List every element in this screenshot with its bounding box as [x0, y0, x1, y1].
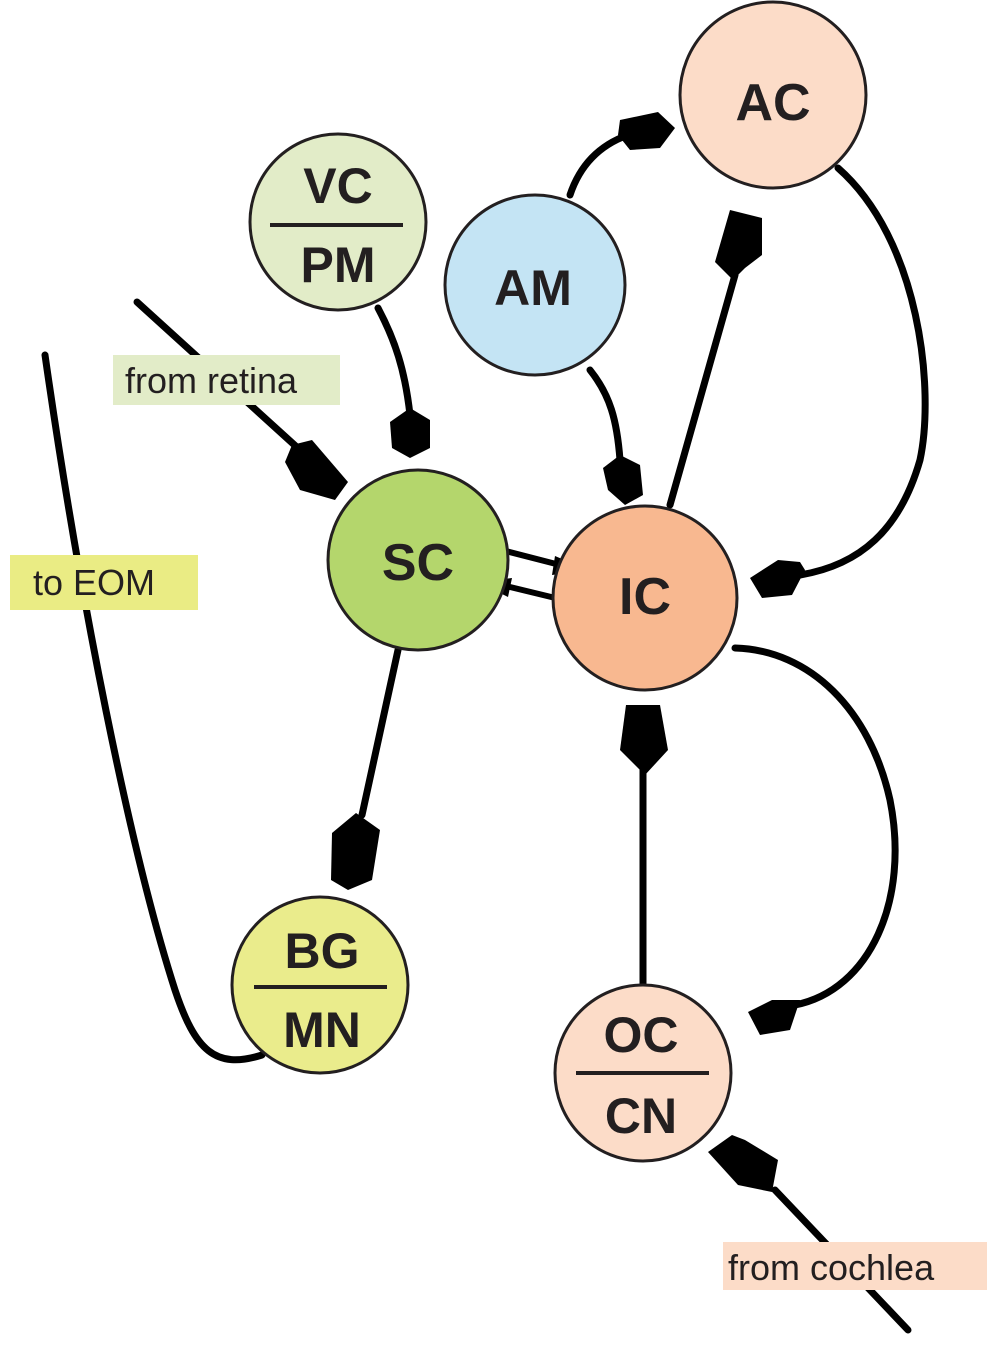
- tag-from-cochlea-text: from cochlea: [728, 1247, 935, 1288]
- node-bg-mn[interactable]: BG MN: [230, 895, 410, 1075]
- synapse-ic-ac: [715, 210, 762, 280]
- node-oc-cn-top: OC: [604, 1007, 679, 1063]
- node-vc-pm-top: VC: [303, 158, 372, 214]
- tag-to-eom-text: to EOM: [33, 562, 155, 603]
- node-ac[interactable]: AC: [678, 0, 868, 190]
- synapse-occn-ic: [620, 705, 668, 775]
- node-ac-label: AC: [735, 74, 810, 132]
- edge-ic-to-occn: [731, 644, 899, 1009]
- edge-vcpm-to-sc: [374, 304, 414, 419]
- node-vc-pm-bottom: PM: [301, 237, 376, 293]
- node-bg-mn-bottom: MN: [283, 1002, 361, 1058]
- node-bg-mn-top: BG: [285, 923, 360, 979]
- edge-am-to-ac: [566, 131, 632, 199]
- node-sc[interactable]: SC: [326, 468, 510, 652]
- edge-am-to-ic: [586, 366, 624, 464]
- node-ac-circle: [678, 0, 868, 190]
- synapse-retina-sc: [285, 440, 348, 500]
- tag-from-cochlea-bg: [723, 1242, 987, 1290]
- synapse-ic-occn: [748, 1000, 800, 1035]
- synapse-ac-ic: [750, 560, 805, 598]
- node-sc-label: SC: [382, 534, 454, 592]
- node-vc-pm-circle: [248, 132, 428, 312]
- tag-from-retina-text: from retina: [125, 360, 298, 401]
- node-am-label: AM: [494, 260, 572, 316]
- node-ic[interactable]: IC: [551, 504, 739, 692]
- edge-bg-to-eom: [41, 351, 266, 1064]
- node-vc-pm[interactable]: VC PM: [248, 132, 428, 312]
- node-oc-cn-bottom: CN: [605, 1088, 677, 1144]
- synapse-sc-bgmn: [331, 813, 380, 890]
- node-am-circle: [443, 193, 627, 377]
- edge-ic-to-ac: [666, 271, 739, 509]
- node-oc-cn[interactable]: OC CN: [553, 983, 733, 1163]
- node-ic-circle: [551, 504, 739, 692]
- tag-to-eom: to EOM: [10, 555, 198, 610]
- node-am[interactable]: AM: [443, 193, 627, 377]
- tag-from-retina-bg: [113, 355, 340, 405]
- node-ic-label: IC: [619, 568, 671, 626]
- tag-from-cochlea: from cochlea: [723, 1242, 987, 1290]
- edge-ac-to-ic: [796, 164, 929, 579]
- synapse-cochlea-occn: [708, 1135, 778, 1192]
- synapse-am-ac: [618, 112, 675, 150]
- tag-to-eom-bg: [10, 555, 198, 610]
- edge-sc-to-bgmn: [358, 646, 402, 819]
- synapse-am-ic: [603, 455, 643, 505]
- tag-from-retina: from retina: [113, 355, 340, 405]
- node-sc-circle: [326, 468, 510, 652]
- synapse-vcpm-sc: [390, 408, 430, 458]
